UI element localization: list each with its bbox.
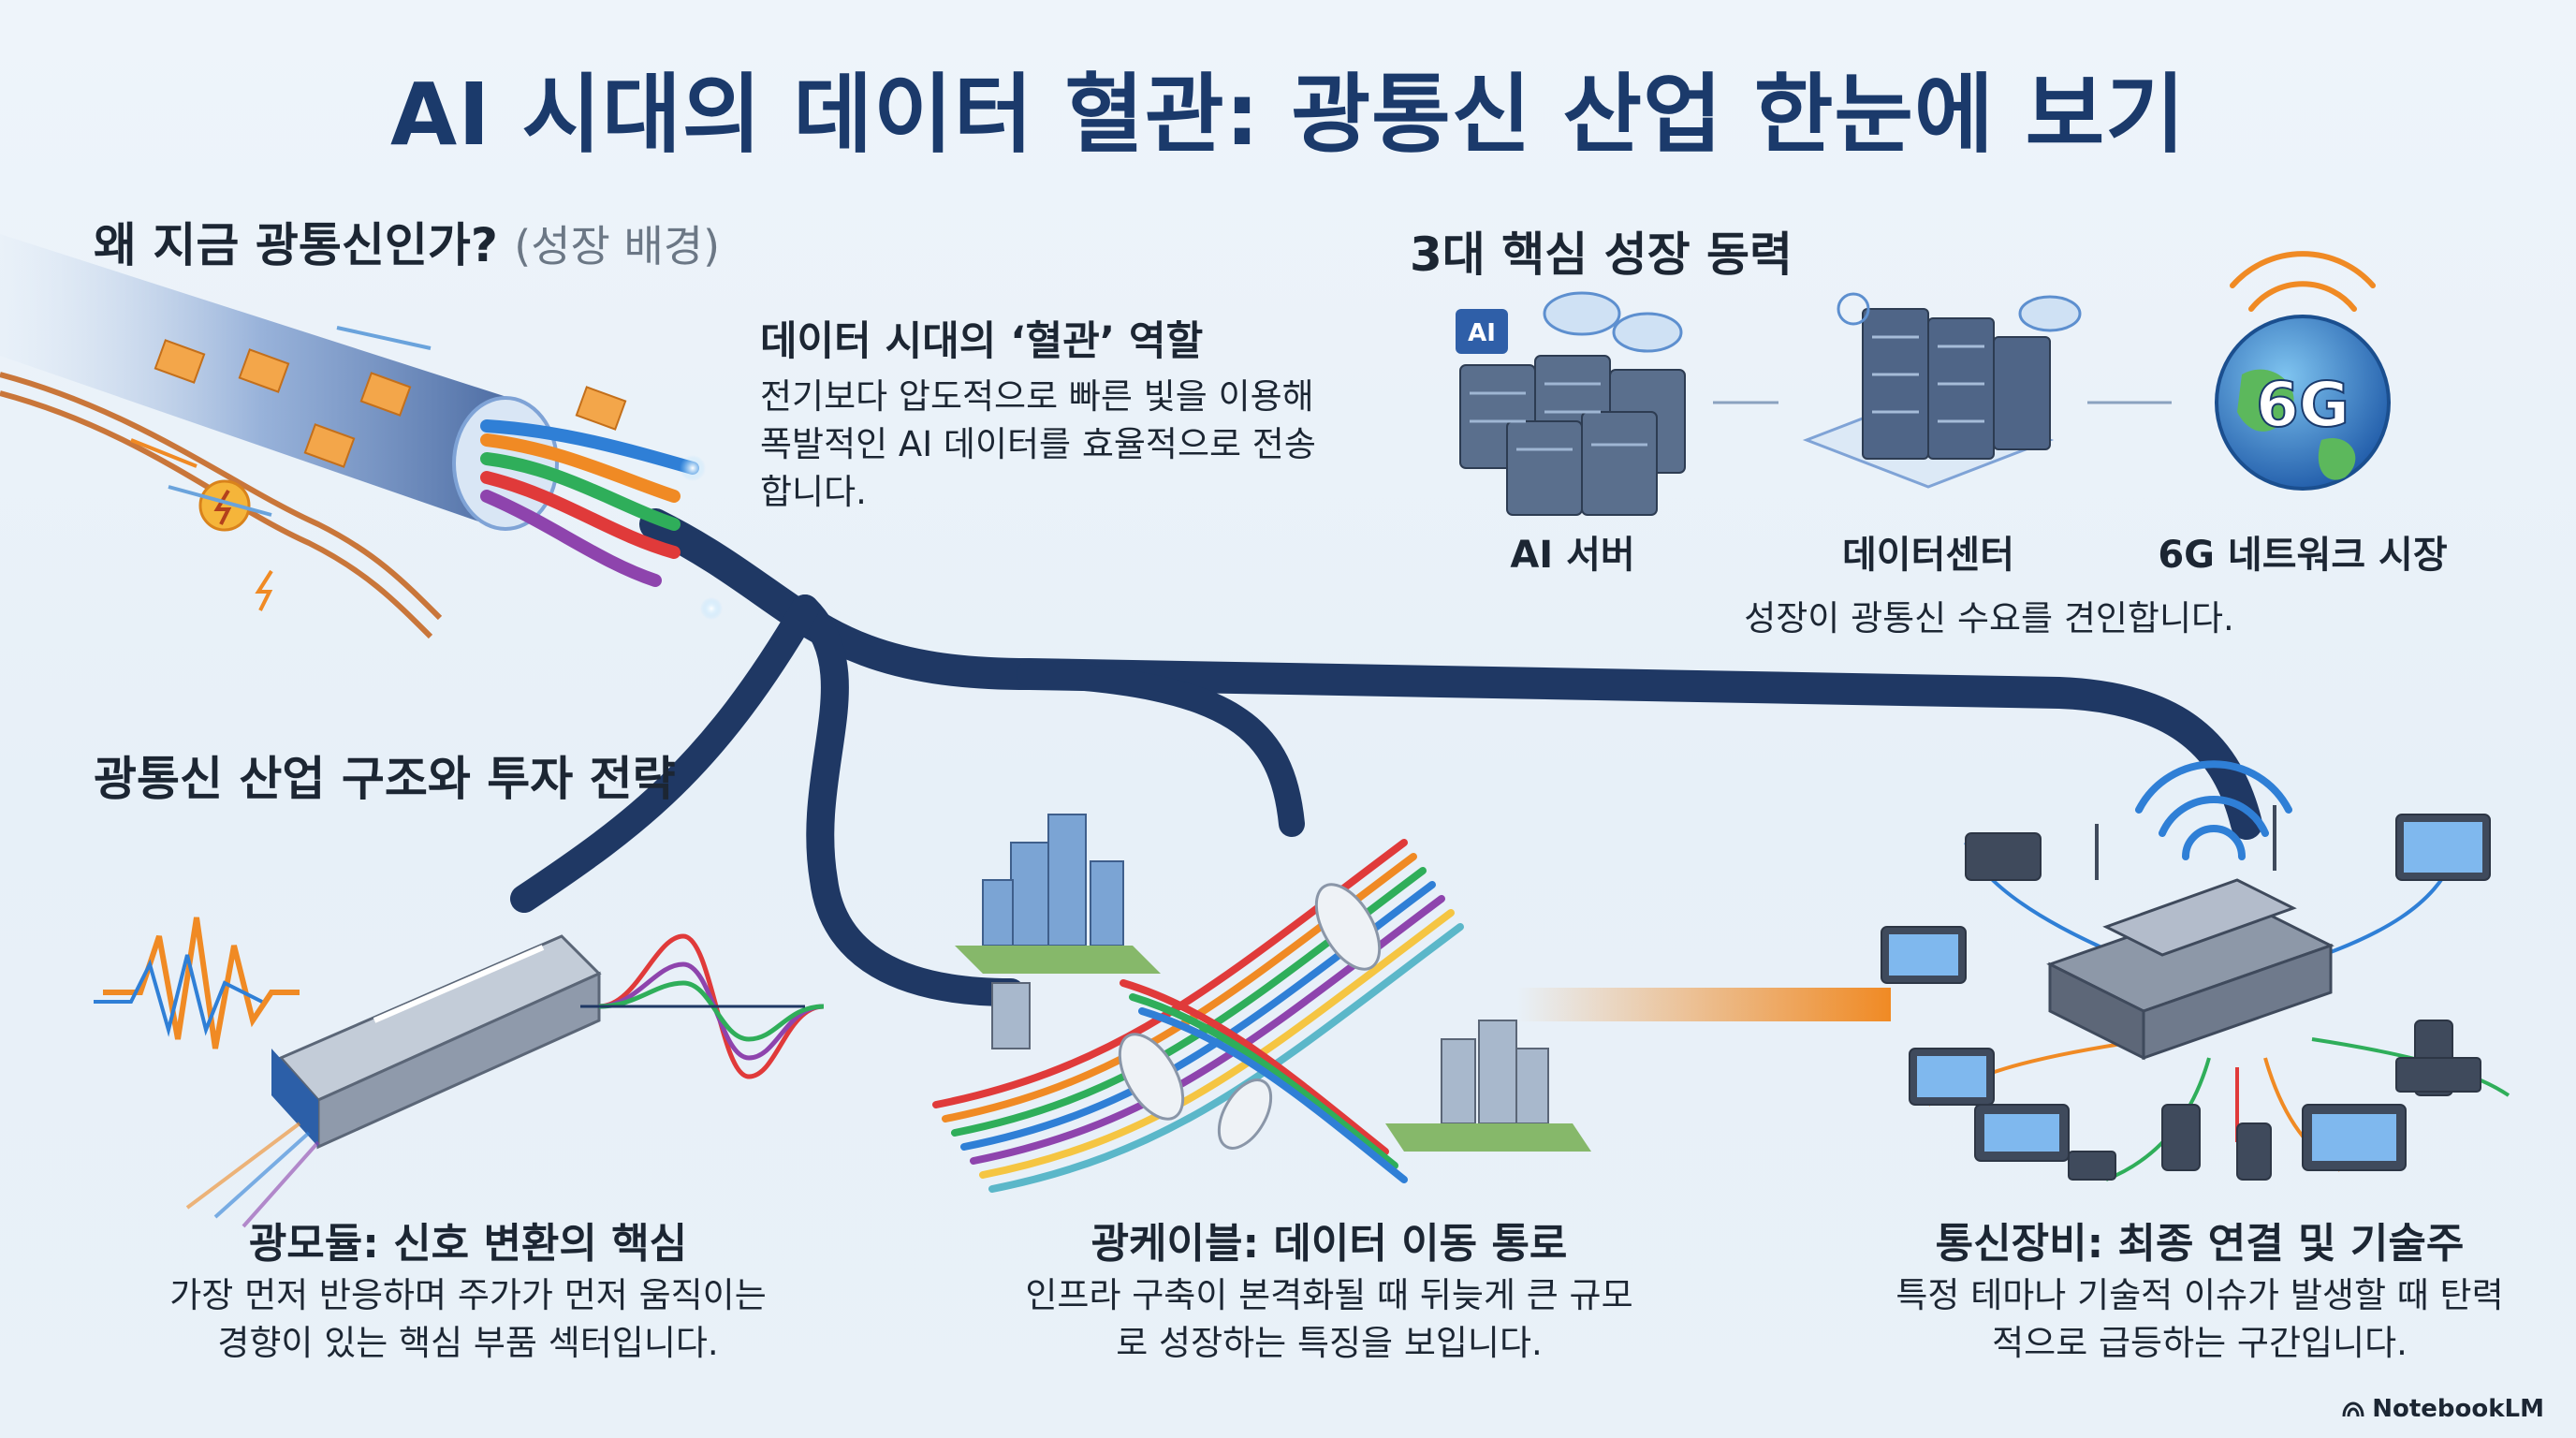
ai-chip-text: AI <box>1468 319 1496 347</box>
ai-server-icon: AI <box>1456 291 1686 516</box>
why-now-heading-text: 왜 지금 광통신인가? <box>94 218 498 272</box>
driver-label-ai-server: AI 서버 <box>1510 534 1635 577</box>
optical-module-title: 광모듈: 신호 변환의 핵심 <box>248 1220 688 1268</box>
optical-module-illustration <box>94 917 825 1228</box>
globe-6g-icon: 6G <box>2215 251 2391 491</box>
brand-badge: NotebookLM <box>2342 1395 2544 1423</box>
structure-heading: 광통신 산업 구조와 투자 전략 <box>94 752 676 806</box>
drivers-note: 성장이 광통신 수요를 견인합니다. <box>1744 598 2234 638</box>
telecom-equipment-title: 통신장비: 최종 연결 및 기술주 <box>1935 1220 2465 1268</box>
backbone-cables <box>510 508 2262 1006</box>
fiber-cable-body: 인프라 구축이 본격화될 때 뒤늦게 큰 규모로 성장하는 특징을 보입니다. <box>1025 1275 1633 1363</box>
drivers-heading: 3대 핵심 성장 동력 <box>1410 227 1793 282</box>
fiber-cable-title: 광케이블: 데이터 이동 통로 <box>1090 1220 1568 1268</box>
fiber-tube-illustration <box>0 234 723 639</box>
optical-module-body: 가장 먼저 반응하며 주가가 먼저 움직이는 경향이 있는 핵심 부품 섹터입니… <box>169 1275 767 1363</box>
telecom-equipment-body: 특정 테마나 기술적 이슈가 발생할 때 탄력적으로 급등하는 구간입니다. <box>1895 1275 2504 1363</box>
fiber-cable-illustration <box>932 814 1591 1193</box>
driver-label-6g: 6G 네트워크 시장 <box>2158 534 2448 577</box>
datacenter-icon <box>1802 292 2082 489</box>
why-now-subheading: (성장 배경) <box>514 221 721 271</box>
blood-vessel-body: 전기보다 압도적으로 빠른 빛을 이용해 폭발적인 AI 데이터를 효율적으로 … <box>760 376 1316 512</box>
blood-vessel-heading: 데이터 시대의 ‘혈관’ 역할 <box>760 318 1204 365</box>
telecom-equipment-illustration <box>1881 760 2510 1181</box>
notebooklm-logo-icon <box>2342 1401 2364 1417</box>
driver-label-datacenter: 데이터센터 <box>1842 534 2014 577</box>
globe-6g-badge: 6G <box>2256 369 2349 441</box>
signal-beam <box>1516 988 1891 1021</box>
why-now-heading: 왜 지금 광통신인가? (성장 배경) <box>94 208 720 275</box>
page-title: AI 시대의 데이터 혈관: 광통신 산업 한눈에 보기 <box>390 65 2186 165</box>
brand-label: NotebookLM <box>2372 1395 2544 1423</box>
